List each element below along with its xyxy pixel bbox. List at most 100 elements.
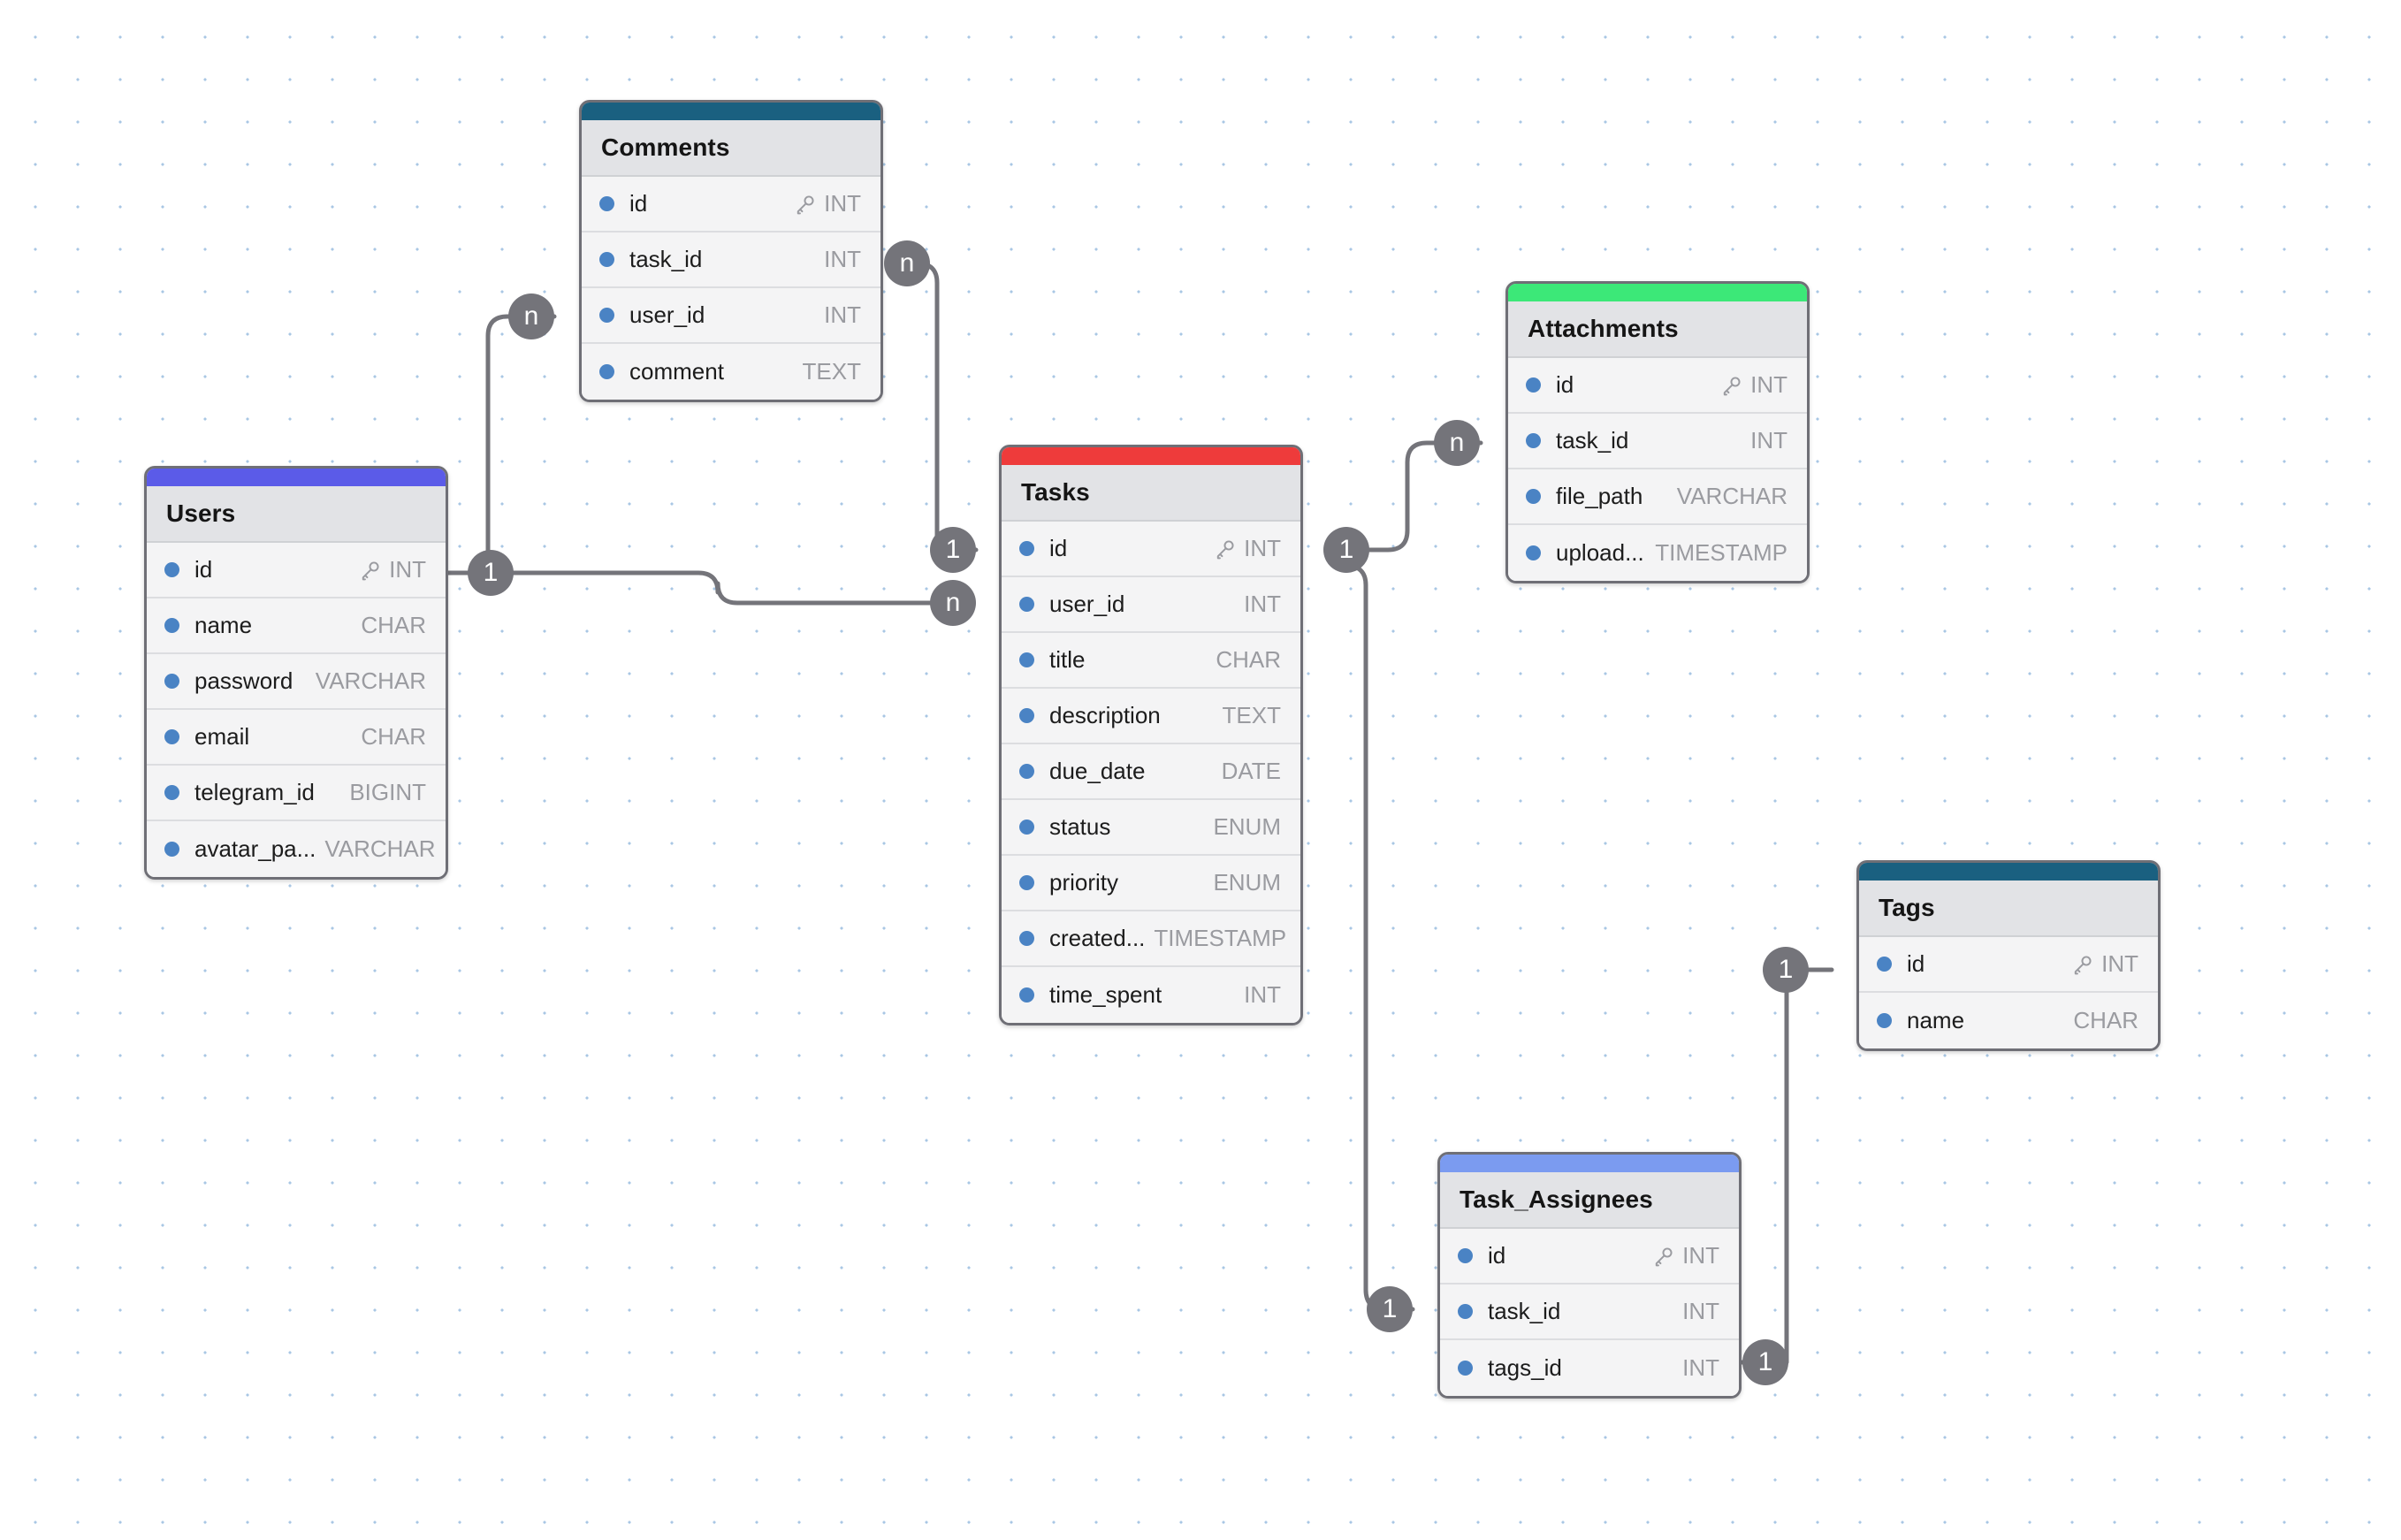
field-type: TEXT xyxy=(802,358,861,385)
field-bullet-icon xyxy=(1458,1304,1473,1319)
key-icon xyxy=(797,194,814,214)
cardinality-badge-n[interactable]: n xyxy=(884,240,930,286)
field-type-group: VARCHAR xyxy=(316,667,426,695)
cardinality-badge-1[interactable]: 1 xyxy=(1742,1339,1788,1385)
field-type: CHAR xyxy=(361,612,426,638)
table-accent-bar xyxy=(147,469,446,486)
field-bullet-icon xyxy=(1526,545,1541,560)
field-type-group: INT xyxy=(1244,591,1281,618)
field-type: INT xyxy=(1750,427,1787,454)
field-type: INT xyxy=(2101,950,2138,977)
cardinality-badge-1[interactable]: 1 xyxy=(1367,1286,1413,1332)
field-name: priority xyxy=(1049,869,1119,896)
table-field-row[interactable]: upload...TIMESTAMP xyxy=(1508,525,1807,581)
table-field-row[interactable]: avatar_pa...VARCHAR xyxy=(147,821,446,877)
field-type: CHAR xyxy=(2073,1007,2138,1033)
field-type-group: DATE xyxy=(1222,758,1281,785)
relationship-connector[interactable] xyxy=(469,570,954,606)
field-bullet-icon xyxy=(1526,433,1541,448)
field-type: INT xyxy=(824,246,861,272)
field-name: file_path xyxy=(1556,483,1643,509)
cardinality-badge-n[interactable]: n xyxy=(930,580,976,626)
table-header[interactable]: Tags xyxy=(1859,881,2158,937)
table-name: Tags xyxy=(1879,894,1935,921)
cardinality-badge-n[interactable]: n xyxy=(508,294,554,339)
field-name: time_spent xyxy=(1049,981,1162,1008)
cardinality-badge-1[interactable]: 1 xyxy=(1323,527,1369,573)
table-field-row[interactable]: comment TEXT xyxy=(582,344,880,400)
field-bullet-icon xyxy=(1019,931,1034,946)
table-header[interactable]: Tasks xyxy=(1002,465,1300,522)
field-type-group: CHAR xyxy=(1216,646,1281,674)
field-bullet-icon xyxy=(599,308,614,323)
field-name: id xyxy=(1049,535,1068,561)
cardinality-badge-1[interactable]: 1 xyxy=(1763,947,1809,993)
field-name: comment xyxy=(629,358,724,385)
table-header[interactable]: Comments xyxy=(582,120,880,177)
field-bullet-icon xyxy=(1458,1248,1473,1263)
cardinality-badge-1[interactable]: 1 xyxy=(468,550,514,596)
cardinality-label: n xyxy=(899,248,915,278)
field-bullet-icon xyxy=(1019,764,1034,779)
field-type: INT xyxy=(1244,591,1281,617)
table-header[interactable]: Users xyxy=(147,486,446,543)
field-type-group: INT xyxy=(2071,950,2138,978)
table-field-row[interactable]: created...TIMESTAMP xyxy=(1002,911,1300,967)
table-header[interactable]: Task_Assignees xyxy=(1440,1172,1739,1229)
field-name: user_id xyxy=(1049,591,1125,617)
field-bullet-icon xyxy=(1019,820,1034,835)
field-bullet-icon xyxy=(164,729,179,744)
field-bullet-icon xyxy=(1019,987,1034,1003)
field-type: TIMESTAMP xyxy=(1655,539,1787,566)
field-name: telegram_id xyxy=(194,779,315,805)
relationship-connector[interactable] xyxy=(446,314,557,576)
relationship-connector[interactable] xyxy=(905,261,979,553)
cardinality-label: 1 xyxy=(1338,535,1354,564)
field-bullet-icon xyxy=(164,562,179,577)
cardinality-badge-n[interactable]: n xyxy=(1434,420,1480,466)
field-type: VARCHAR xyxy=(315,667,426,694)
cardinality-label: 1 xyxy=(483,558,499,587)
table-field-row[interactable]: user_id INT xyxy=(1002,577,1300,633)
table-field-row[interactable]: priority ENUM xyxy=(1002,856,1300,911)
field-type-group: INT xyxy=(794,190,861,217)
table-header[interactable]: Attachments xyxy=(1508,301,1807,358)
relationship-connector[interactable] xyxy=(1739,967,1834,1365)
relationship-connector[interactable] xyxy=(1344,563,1415,1312)
table-field-row[interactable]: id INT xyxy=(1859,937,2158,993)
field-name: id xyxy=(1907,950,1925,977)
field-type-group: INT xyxy=(1652,1242,1719,1269)
cardinality-badge-1[interactable]: 1 xyxy=(930,527,976,573)
field-type-group: ENUM xyxy=(1213,869,1281,896)
field-bullet-icon xyxy=(1526,377,1541,393)
cardinality-label: 1 xyxy=(1757,1347,1773,1376)
